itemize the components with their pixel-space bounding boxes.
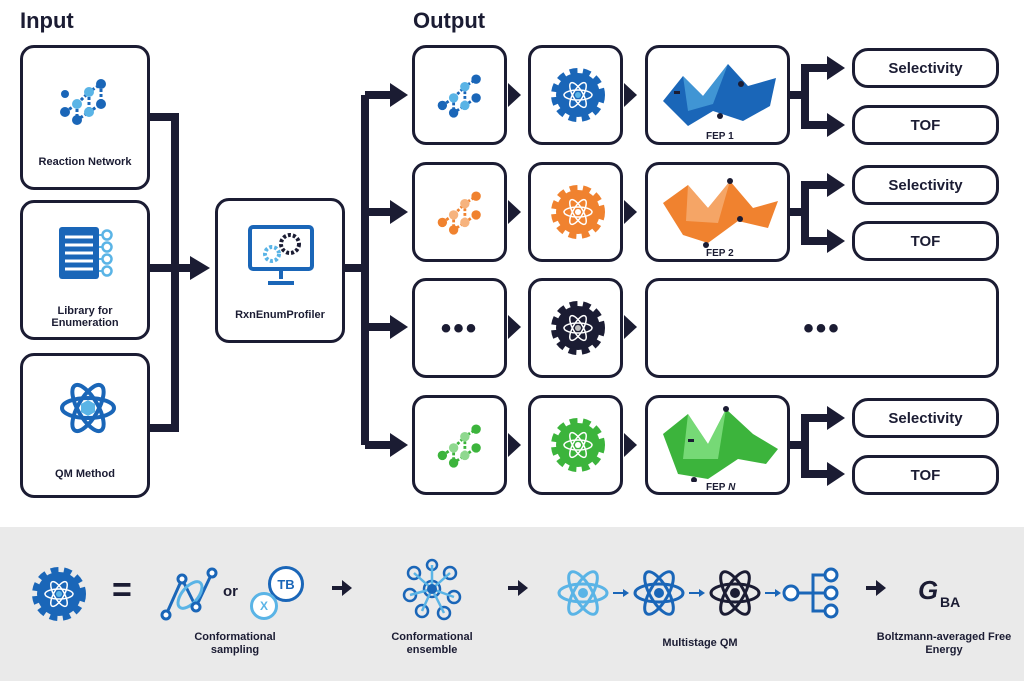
conformational-sampling-caption: Conformational sampling	[194, 631, 276, 656]
conformational-ensemble-caption: Conformational ensemble	[391, 631, 473, 656]
ellipsis-text: •••	[440, 312, 479, 345]
qm-gear-box-row4	[528, 395, 623, 495]
library-label: Library for Enumeration	[51, 305, 119, 329]
gear-atom-icon	[551, 185, 605, 239]
selectivity-output-row1: Selectivity	[852, 48, 999, 88]
reaction-network-icon	[437, 424, 481, 468]
selectivity-output-row4: Selectivity	[852, 398, 999, 438]
ellipsis-box-row3: •••	[412, 278, 507, 378]
qm-gear-box-row3	[528, 278, 623, 378]
multistage-qm-icon	[557, 567, 839, 619]
gear-atom-icon	[551, 301, 605, 355]
reaction-network-icon	[60, 79, 106, 125]
fep-box-row1: FEP 1	[645, 45, 790, 145]
network-box-row2	[412, 162, 507, 262]
arrow-right-icon	[508, 580, 528, 596]
library-box: Library for Enumeration	[20, 200, 150, 340]
energy-surface-plot	[663, 64, 776, 126]
fep-label-row1: FEP 1	[706, 131, 734, 142]
fep-box-row2: FEP 2	[645, 162, 790, 262]
conformational-sampling-icon	[160, 567, 218, 621]
monitor-gears-icon	[248, 225, 314, 285]
tof-output-row1: TOF	[852, 105, 999, 145]
g-subscript: BA	[940, 594, 961, 610]
fep-label-row2: FEP 2	[706, 248, 734, 259]
conformational-ensemble-icon	[402, 558, 462, 621]
gear-atom-icon	[551, 418, 605, 472]
tof-output-row4: TOF	[852, 455, 999, 495]
network-box-row1	[412, 45, 507, 145]
fep-box-row4: FEP N	[645, 395, 790, 495]
legend-panel: = or TB X Conformational sampling Confor…	[0, 527, 1024, 681]
x-badge: X	[250, 592, 278, 620]
atom-icon	[60, 382, 116, 434]
qm-method-label: QM Method	[55, 468, 115, 480]
rxnenumprofiler-box: RxnEnumProfiler	[215, 198, 345, 343]
boltzmann-caption: Boltzmann-averaged Free Energy	[876, 631, 1012, 656]
qm-gear-box-row1	[528, 45, 623, 145]
reaction-network-icon	[437, 74, 481, 118]
qm-method-box: QM Method	[20, 353, 150, 498]
arrow-right-icon	[866, 580, 886, 596]
multistage-qm-caption: Multistage QM	[662, 637, 738, 649]
arrow-right-icon	[332, 580, 352, 596]
or-text: or	[223, 583, 238, 600]
fep-label-row4: FEP N	[706, 482, 736, 493]
tb-badge: TB	[268, 566, 304, 602]
ellipsis-text: •••	[803, 312, 841, 345]
network-box-row4	[412, 395, 507, 495]
ellipsis-wide-box-row3: •••	[645, 278, 999, 378]
library-document-icon	[59, 227, 113, 279]
reaction-network-icon	[437, 191, 481, 235]
energy-surface-plot	[663, 178, 778, 248]
output-heading: Output	[413, 8, 486, 33]
qm-gear-box-row2	[528, 162, 623, 262]
energy-surface-plot	[663, 406, 778, 482]
gear-atom-icon	[551, 68, 605, 122]
rxnenumprofiler-label: RxnEnumProfiler	[235, 309, 325, 321]
reaction-network-box: Reaction Network	[20, 45, 150, 190]
gear-atom-icon	[32, 567, 86, 621]
g-symbol: G	[918, 575, 939, 605]
tof-output-row2: TOF	[852, 221, 999, 261]
equals-sign: =	[112, 571, 132, 609]
input-heading: Input	[20, 8, 74, 33]
reaction-network-label: Reaction Network	[38, 156, 132, 168]
selectivity-output-row2: Selectivity	[852, 165, 999, 205]
